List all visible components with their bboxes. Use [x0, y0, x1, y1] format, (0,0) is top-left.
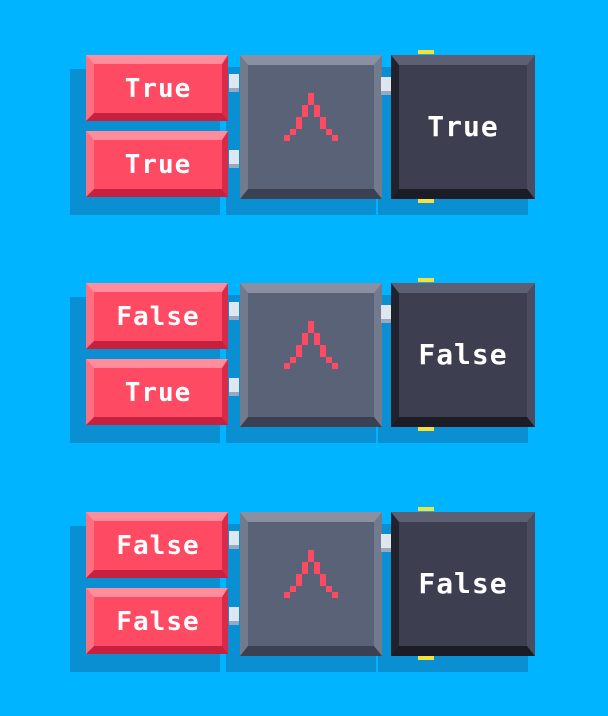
input-b-toggle[interactable]: True [86, 131, 228, 197]
output-block: True [391, 55, 535, 199]
output-pin-bottom [418, 656, 434, 660]
gate-row-2: False True False [0, 278, 608, 443]
and-gate-icon [284, 321, 338, 369]
input-a-connector [229, 302, 239, 320]
output-pin-top [418, 507, 434, 511]
and-gate-block [240, 512, 382, 656]
input-b-connector [229, 150, 239, 168]
output-block: False [391, 512, 535, 656]
gate-row-1: True True True [0, 50, 608, 215]
input-a-toggle[interactable]: True [86, 55, 228, 121]
output-value: False [418, 338, 508, 371]
input-b-value: True [124, 377, 192, 408]
gate-output-connector [381, 77, 391, 95]
output-pin-bottom [418, 199, 434, 203]
output-pin-top [418, 278, 434, 282]
input-a-connector [229, 74, 239, 92]
input-a-toggle[interactable]: False [86, 283, 228, 349]
output-pin-bottom [418, 427, 434, 431]
gate-output-connector [381, 534, 391, 552]
input-b-connector [229, 378, 239, 396]
input-b-value: False [116, 606, 200, 637]
and-gate-icon [284, 550, 338, 598]
input-a-value: True [124, 73, 192, 104]
input-b-value: True [124, 149, 192, 180]
and-gate-icon [284, 93, 338, 141]
gate-output-connector [381, 305, 391, 323]
gate-row-3: False False False [0, 507, 608, 672]
input-b-toggle[interactable]: True [86, 359, 228, 425]
input-a-connector [229, 531, 239, 549]
output-pin-top [418, 50, 434, 54]
and-gate-block [240, 55, 382, 199]
output-value: True [427, 110, 499, 143]
input-b-connector [229, 607, 239, 625]
output-block: False [391, 283, 535, 427]
input-a-value: False [116, 530, 200, 561]
input-a-value: False [116, 301, 200, 332]
and-gate-block [240, 283, 382, 427]
input-b-toggle[interactable]: False [86, 588, 228, 654]
input-a-toggle[interactable]: False [86, 512, 228, 578]
output-value: False [418, 567, 508, 600]
